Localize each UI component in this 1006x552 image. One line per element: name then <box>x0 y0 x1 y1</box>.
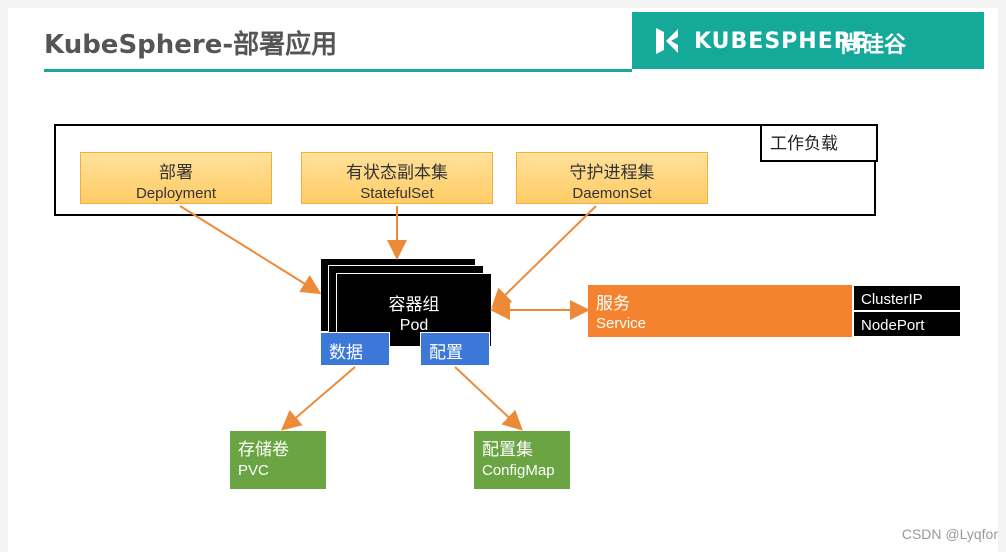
workload-deployment: 部署 Deployment <box>80 152 272 204</box>
pod-cn: 容器组 <box>388 295 440 314</box>
pod-config-tab: 配置 <box>420 332 490 366</box>
workload-deployment-en: Deployment <box>135 185 217 202</box>
kubesphere-logo-icon <box>656 28 678 54</box>
workload-statefulset: 有状态副本集 StatefulSet <box>301 152 493 204</box>
service-en: Service <box>596 315 647 332</box>
service-type-nodeport: NodePort <box>853 311 961 337</box>
arrow-data-to-pvc <box>280 366 356 431</box>
brand-atguigu: 尚硅谷 <box>840 33 907 58</box>
service-cn: 服务 <box>596 294 630 313</box>
workload-daemonset: 守护进程集 DaemonSet <box>516 152 708 204</box>
brand-bar: KUBESPHERE 尚硅谷 <box>632 12 984 69</box>
arrow-daemonset-to-pod <box>491 205 597 309</box>
storage-cn: 存储卷 <box>238 440 289 459</box>
storage-pvc-box: 存储卷 PVC <box>230 431 326 489</box>
configmap-en: ConfigMap <box>482 462 555 479</box>
workload-label: 工作负载 <box>760 124 878 162</box>
arrow-deployment-to-pod <box>179 205 322 295</box>
pod-en: Pod <box>399 317 429 334</box>
service-type-clusterip: ClusterIP <box>853 285 961 311</box>
workload-statefulset-en: StatefulSet <box>360 185 434 202</box>
configmap-cn: 配置集 <box>482 440 533 459</box>
workload-daemonset-en: DaemonSet <box>572 185 652 202</box>
storage-en: PVC <box>238 462 269 479</box>
workload-deployment-cn: 部署 <box>159 163 193 182</box>
arrow-config-to-configmap <box>454 366 523 431</box>
watermark: CSDN @Lyqfor <box>901 526 998 542</box>
page-title: KubeSphere-部署应用 <box>44 30 338 60</box>
workload-daemonset-cn: 守护进程集 <box>569 163 655 182</box>
title-underline <box>44 69 632 72</box>
workload-statefulset-cn: 有状态副本集 <box>346 163 448 182</box>
configmap-box: 配置集 ConfigMap <box>474 431 570 489</box>
pod-data-tab: 数据 <box>320 332 390 366</box>
brand-name: KUBESPHERE <box>694 29 868 54</box>
service-box: 服务 Service <box>588 285 852 337</box>
